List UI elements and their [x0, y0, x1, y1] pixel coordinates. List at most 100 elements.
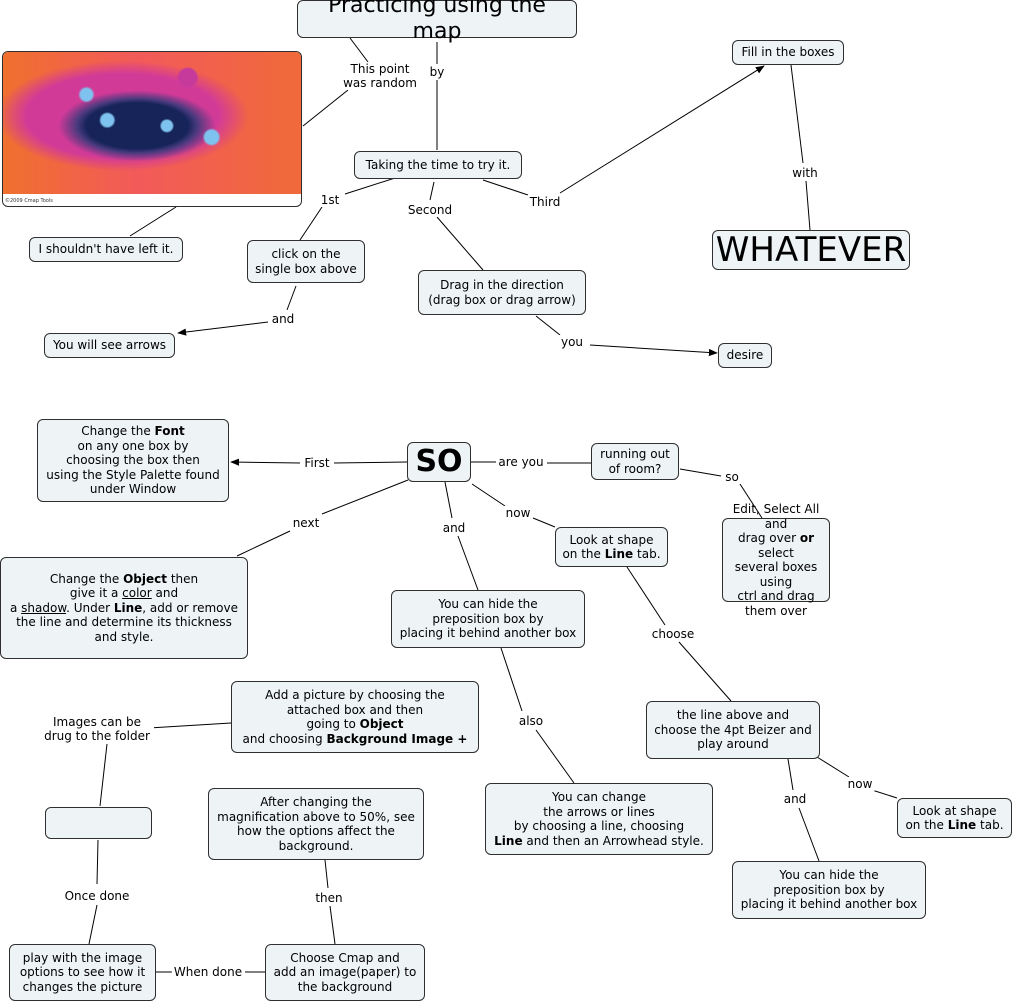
link — [589, 344, 718, 357]
node-left-it[interactable]: I shouldn't have left it. — [29, 237, 183, 262]
label-third: Third — [527, 195, 563, 209]
node-line: under Window — [89, 482, 177, 497]
node-desire[interactable]: desire — [718, 343, 772, 368]
node-see-arrows[interactable]: You will see arrows — [44, 333, 175, 358]
label-once-done: Once done — [62, 889, 132, 903]
link — [286, 285, 297, 311]
link — [148, 722, 232, 729]
label-1st: 1st — [318, 193, 342, 207]
link — [321, 479, 409, 515]
node-so[interactable]: SO — [407, 442, 471, 482]
node-line: choose the 4pt Beizer and — [654, 722, 812, 737]
node-line: options to see how it — [19, 965, 146, 980]
label-are-you: are you — [496, 455, 546, 469]
node-line: of room? — [608, 461, 662, 476]
label-by: by — [427, 65, 447, 79]
node-line: Add a picture by choosing the — [265, 688, 445, 702]
background-picture — [3, 52, 301, 194]
node-random-image[interactable]: ©2009 Cmap Tools — [2, 51, 302, 207]
node-line: and style. — [94, 629, 154, 644]
label-this-point-was-random: This point was random — [337, 62, 423, 90]
link — [678, 641, 732, 702]
label-with: with — [790, 166, 820, 180]
link — [236, 530, 291, 557]
node-whatever[interactable]: WHATEVER — [712, 230, 910, 270]
node-line: single box above — [255, 261, 357, 276]
node-line: click on the — [271, 247, 341, 261]
link — [559, 65, 765, 194]
node-line: You can change — [551, 790, 646, 804]
label-now-1: now — [503, 506, 533, 520]
node-line: how the options affect the — [237, 824, 395, 838]
node-line: Drag in the direction — [440, 278, 564, 292]
link — [798, 807, 820, 862]
link — [457, 535, 479, 591]
node-line: placing it behind another box — [399, 626, 577, 641]
node-line: play around — [697, 737, 769, 752]
node-line: Line and then an Arrowhead style. — [494, 833, 704, 848]
node-line: add an image(paper) to — [273, 965, 417, 980]
node-line: on the Line tab. — [562, 547, 661, 561]
label-also: also — [516, 714, 546, 728]
link — [344, 177, 396, 195]
node-line: You can hide the — [438, 597, 538, 612]
node-line: drag over or select — [737, 531, 815, 560]
node-line: Change the Object then — [49, 571, 199, 586]
node-line: play with the image — [22, 950, 143, 965]
node-empty[interactable] — [45, 807, 152, 839]
node-drag-direction[interactable]: Drag in the direction(drag box or drag a… — [418, 270, 586, 315]
node-title[interactable]: Practicing using the map — [297, 0, 577, 44]
link — [329, 905, 336, 945]
node-line: You can hide the — [779, 868, 879, 883]
label-and-3: and — [781, 792, 809, 806]
link — [871, 789, 898, 799]
node-fill-boxes[interactable]: Fill in the boxes — [732, 40, 844, 65]
link — [471, 483, 506, 507]
link — [349, 37, 369, 63]
node-line: choosing the box then — [66, 453, 200, 468]
node-line: Choose Cmap and — [290, 950, 400, 965]
label-you: you — [558, 335, 586, 349]
link — [444, 481, 453, 519]
node-try-it[interactable]: Taking the time to try it. — [354, 151, 522, 179]
link — [626, 566, 666, 626]
link — [436, 216, 484, 271]
node-line: Change the Font — [81, 424, 185, 439]
node-line: Look at shape — [912, 803, 997, 818]
link — [177, 321, 269, 336]
label-choose: choose — [649, 627, 697, 641]
node-line: several boxes using — [734, 560, 818, 589]
node-line: by choosing a line, choosing — [513, 819, 685, 833]
label-second: Second — [405, 203, 455, 217]
link — [429, 181, 435, 201]
link — [739, 483, 763, 519]
image-caption: ©2009 Cmap Tools — [5, 198, 53, 204]
node-line: attached box and then — [286, 702, 424, 717]
link — [816, 756, 850, 778]
